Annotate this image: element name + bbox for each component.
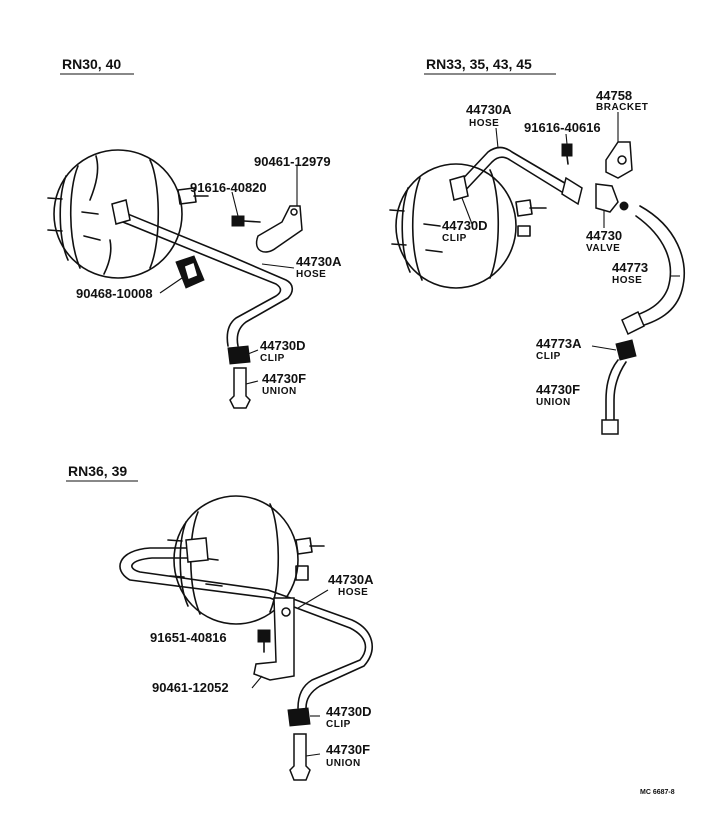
part-name: VALVE xyxy=(586,243,620,254)
part-name: CLIP xyxy=(536,351,561,362)
drawing-code: MC 6687-8 xyxy=(640,789,675,796)
section-rn30-40: RN30, 40 xyxy=(47,56,342,409)
hose-fitting xyxy=(449,175,469,201)
hose-44730a xyxy=(119,547,367,709)
part-number: 90461-12979 xyxy=(254,154,331,169)
part-name: UNION xyxy=(262,386,297,397)
hose-fitting xyxy=(111,199,131,225)
section-rn36-39: RN36, 39 xyxy=(66,463,374,781)
bracket-90461-12052 xyxy=(253,597,295,681)
part-number: 44730A xyxy=(328,572,374,587)
part-name: UNION xyxy=(326,758,361,769)
part-number: 44773 xyxy=(612,260,648,275)
bolt-91651-40816 xyxy=(257,629,271,653)
union-44730f xyxy=(229,367,251,409)
part-name: CLIP xyxy=(260,353,285,364)
section-title: RN36, 39 xyxy=(68,463,127,479)
part-number: 44730F xyxy=(326,742,370,757)
part-number: 44758 xyxy=(596,88,632,103)
part-name: HOSE xyxy=(296,269,326,280)
part-number: 91616-40820 xyxy=(190,180,267,195)
brake-booster-drawing xyxy=(389,163,547,289)
part-number: 44773A xyxy=(536,336,582,351)
part-name: BRACKET xyxy=(596,102,648,113)
part-name: UNION xyxy=(536,397,571,408)
part-number: 44730F xyxy=(536,382,580,397)
part-number: 90461-12052 xyxy=(152,680,229,695)
clip-44730d xyxy=(227,345,251,365)
union-44730f xyxy=(601,419,619,435)
brake-booster-drawing xyxy=(47,149,209,279)
hose-44730a xyxy=(117,209,294,347)
section-rn33-35-43-45: RN33, 35, 43, 45 xyxy=(389,56,685,435)
part-name: HOSE xyxy=(338,587,368,598)
valve-44730 xyxy=(595,183,619,213)
hose-fitting xyxy=(185,537,209,563)
part-name: HOSE xyxy=(612,275,642,286)
part-name: HOSE xyxy=(469,118,499,129)
clip-44730d xyxy=(287,707,311,727)
part-number: 44730F xyxy=(262,371,306,386)
part-name: CLIP xyxy=(442,233,467,244)
part-number: 44730D xyxy=(442,218,488,233)
hose-44773 xyxy=(633,205,685,329)
part-number: 44730A xyxy=(296,254,342,269)
section-title: RN33, 35, 43, 45 xyxy=(426,56,532,72)
part-number: 44730D xyxy=(326,704,372,719)
part-number: 90468-10008 xyxy=(76,286,153,301)
hose-44730a xyxy=(455,146,581,193)
bracket-90461-12979 xyxy=(255,205,303,253)
pipe-union xyxy=(605,359,619,421)
part-number: 44730A xyxy=(466,102,512,117)
part-number: 91651-40816 xyxy=(150,630,227,645)
section-title: RN30, 40 xyxy=(62,56,121,72)
part-name: CLIP xyxy=(326,719,351,730)
part-number: 44730D xyxy=(260,338,306,353)
clip-44773a xyxy=(615,339,637,361)
bolt-91616-40820 xyxy=(231,215,261,227)
part-number: 44730 xyxy=(586,228,622,243)
union-44730f xyxy=(289,733,311,781)
part-number: 91616-40616 xyxy=(524,120,601,135)
bolt-91616-40616 xyxy=(561,143,573,165)
